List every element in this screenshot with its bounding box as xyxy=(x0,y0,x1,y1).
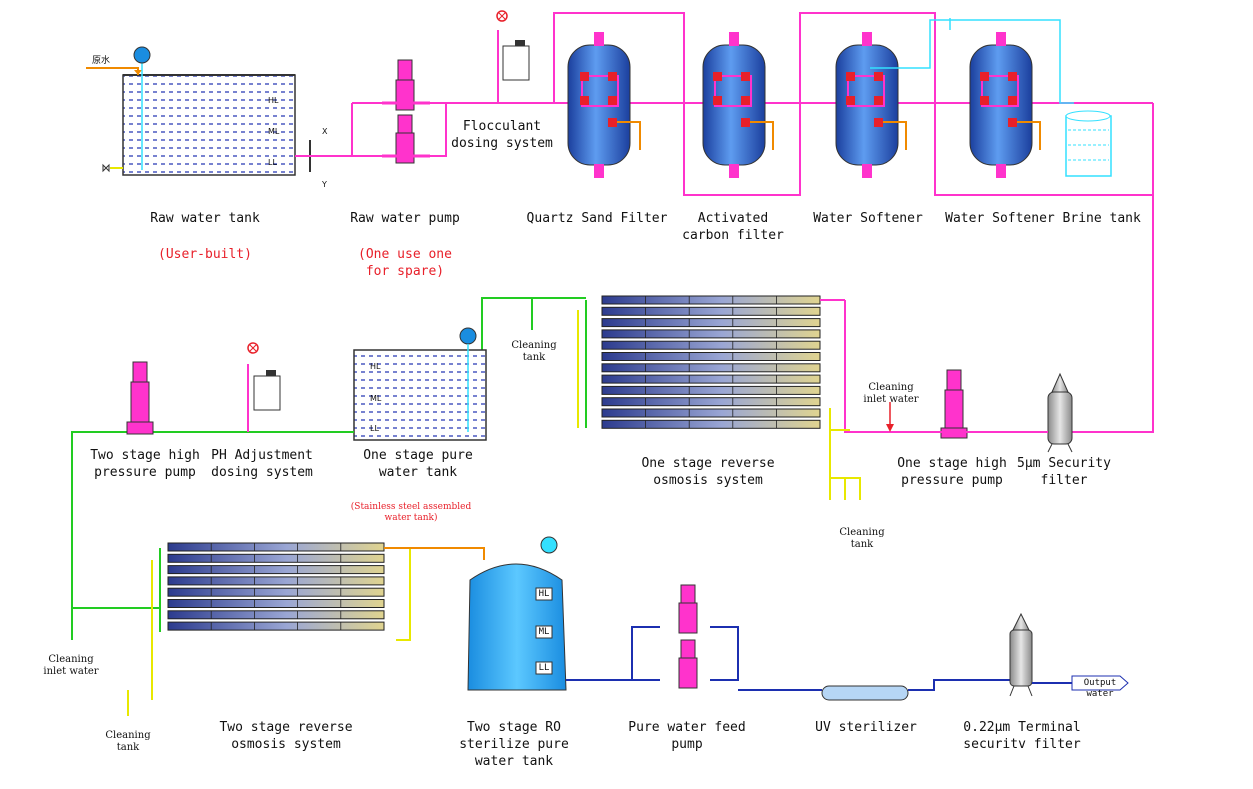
cleaning-inlet-1-label: Cleaning inlet water xyxy=(863,382,919,405)
one-stage-ro-membranes xyxy=(601,295,821,429)
level-gauge-icon xyxy=(133,46,151,170)
membrane-element xyxy=(601,408,821,418)
membrane-element xyxy=(167,610,385,620)
pretreatment-outlet-pipe xyxy=(1072,103,1154,433)
membrane-element xyxy=(601,397,821,407)
cleaning-inlet-2-label: Cleaning inlet water xyxy=(43,654,99,677)
one-stage-pure-water-tank xyxy=(353,327,487,441)
level-tag-ll: LL xyxy=(268,158,277,167)
ro-tank-tag-ll: LL xyxy=(538,663,550,673)
membrane-element xyxy=(601,374,821,384)
uv-sterilizer-label: UV sterilizer xyxy=(815,720,917,735)
brine-tank xyxy=(1065,110,1112,177)
axis-tag-y: Y xyxy=(322,180,327,189)
pure-feed-pump-label: Pure water feed pump xyxy=(628,720,746,752)
vessel-interconnect-pipes xyxy=(553,12,1153,196)
raw-water-pump-note: (One use one for spare) xyxy=(358,247,452,279)
cleaning-inlet-arrow xyxy=(886,402,894,432)
output-water-label: Output water xyxy=(1083,678,1117,699)
one-stage-ro-label: One stage reverse osmosis system xyxy=(641,456,775,488)
two-stage-hp-pump-label: Two stage high pressure pump xyxy=(90,448,200,480)
ph-dosing-label: PH Adjustment dosing system xyxy=(211,448,313,480)
quartz-sand-filter-vessel xyxy=(567,32,641,178)
two-stage-ro-tank-label: Two stage RO sterilize pure water tank xyxy=(459,720,569,769)
raw-water-tank xyxy=(122,74,296,176)
membrane-element xyxy=(601,329,821,339)
cleaning-tank-2-label: Cleaning tank xyxy=(839,527,885,550)
membrane-element xyxy=(601,363,821,373)
membrane-element xyxy=(601,306,821,316)
one-stage-pure-water-pipe xyxy=(71,431,354,640)
activated-carbon-filter-vessel xyxy=(702,32,774,178)
cleaning-tank-3-label: Cleaning tank xyxy=(105,730,151,753)
one-stage-high-pressure-pump xyxy=(844,300,1048,439)
quartz-filter-label: Quartz Sand Filter xyxy=(526,211,668,226)
membrane-element xyxy=(167,553,385,563)
raw-water-pump-a xyxy=(382,59,430,111)
membrane-element xyxy=(601,295,821,305)
membrane-element xyxy=(167,599,385,608)
membrane-element xyxy=(601,385,821,395)
terminal-filter-022um xyxy=(1009,612,1129,697)
two-stage-ro-tank xyxy=(467,536,567,691)
two-stage-ro-label: Two stage reverse osmosis system xyxy=(219,720,353,752)
one-stage-ro-pipes xyxy=(481,297,861,500)
two-stage-high-pressure-pump xyxy=(126,361,154,435)
one-stage-hp-pump-label: One stage high pressure pump xyxy=(897,456,1007,488)
flocculant-label: Flocculant dosing system xyxy=(451,119,553,151)
security-filter-label: 5μm Security filter xyxy=(1017,456,1111,488)
membrane-element xyxy=(601,318,821,328)
membrane-element xyxy=(167,565,385,575)
membrane-element xyxy=(167,576,385,586)
one-stage-pure-tank-label: One stage pure water tank xyxy=(363,448,473,480)
membrane-element xyxy=(167,542,385,552)
security-filter-5um xyxy=(1047,372,1073,453)
two-stage-ro-membranes xyxy=(167,542,385,631)
water-softener-vessel-2 xyxy=(969,32,1041,178)
level-tag-ml: ML xyxy=(268,127,280,136)
membrane-element xyxy=(601,340,821,350)
two-stage-ro-pipes xyxy=(127,547,485,716)
uv-sterilizer xyxy=(738,679,1012,701)
raw-water-inlet-label: 原水 xyxy=(92,56,111,66)
pure-tank-tag-hl: HL xyxy=(370,362,381,371)
pure-tank-tag-ml: ML xyxy=(370,394,382,403)
ro-tank-tag-ml: ML xyxy=(538,627,550,637)
pure-water-feed-pumps xyxy=(566,584,739,689)
stainless-tank-note: (Stainless steel assembled water tank) xyxy=(350,502,472,523)
raw-water-tank-label: Raw water tank xyxy=(150,211,260,226)
membrane-element xyxy=(167,587,385,597)
terminal-filter-label: 0.22μm Terminal securitv filter xyxy=(963,720,1081,752)
level-tag-hl: HL xyxy=(268,96,279,105)
pure-tank-tag-ll: LL xyxy=(370,424,379,433)
cleaning-tank-1-label: Cleaning tank xyxy=(511,340,557,363)
water-softener-vessel xyxy=(835,32,907,178)
raw-water-pump-b xyxy=(382,114,430,164)
raw-water-pump-label: Raw water pump xyxy=(350,211,460,226)
membrane-element xyxy=(601,352,821,361)
raw-water-tank-note: (User-built) xyxy=(158,247,252,262)
brine-tank-label: Water Softener Brine tank xyxy=(945,211,1141,226)
ro-tank-tag-hl: HL xyxy=(538,589,550,599)
membrane-element xyxy=(601,419,821,429)
flocculant-dosing-unit xyxy=(496,10,530,103)
raw-water-inlet-pipe xyxy=(86,67,142,75)
carbon-filter-label: Activated carbon filter xyxy=(682,211,784,243)
axis-tag-x: X xyxy=(322,127,328,136)
drain-valve-icon xyxy=(102,163,123,173)
softener-label: Water Softener xyxy=(813,211,923,226)
membrane-element xyxy=(167,621,385,631)
ph-dosing-unit xyxy=(247,342,281,432)
